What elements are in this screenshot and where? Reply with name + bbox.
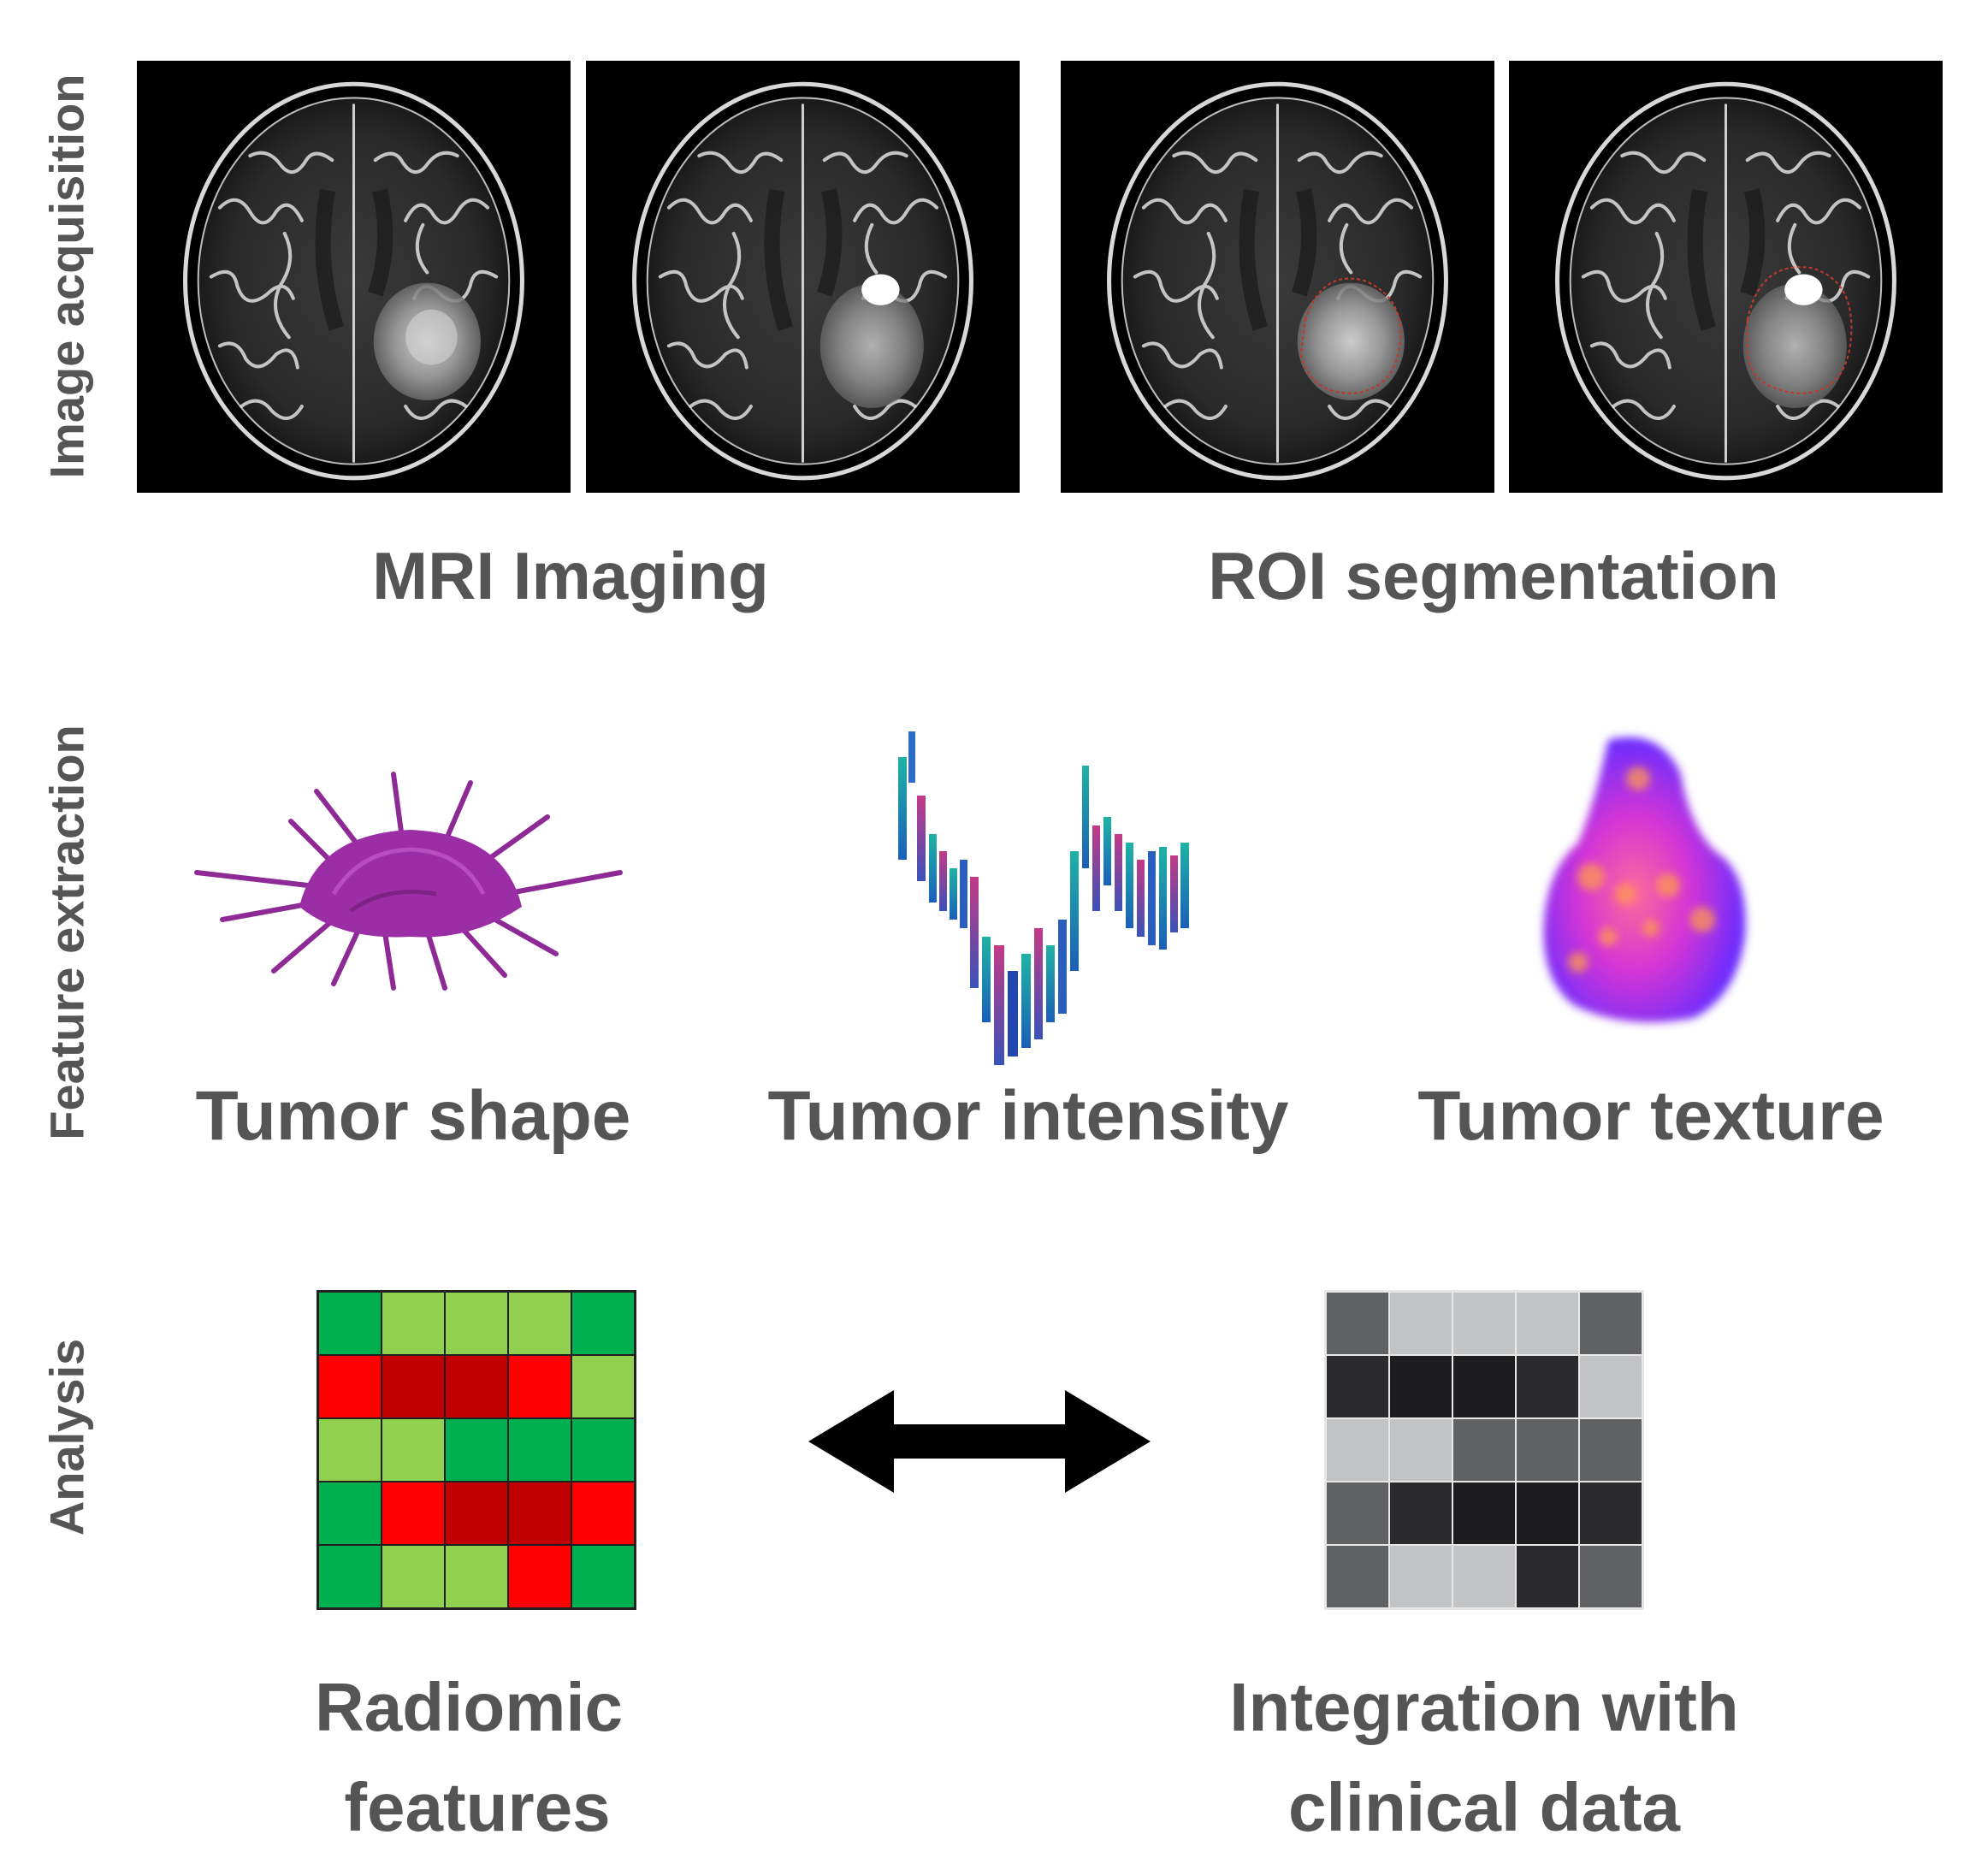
caption-radiomic-features-line1: Radiomic xyxy=(314,1669,624,1745)
row-label-analysis: Analysis xyxy=(39,1338,94,1536)
clinical-matrix-cell xyxy=(1326,1418,1389,1482)
clinical-matrix-cell xyxy=(1579,1418,1642,1482)
clinical-matrix-cell xyxy=(1516,1482,1579,1545)
clinical-matrix-cell xyxy=(1389,1292,1452,1355)
clinical-matrix-cell xyxy=(1389,1355,1452,1418)
radiomic-matrix-cell xyxy=(508,1292,571,1355)
mri-image-roi-1 xyxy=(1061,61,1494,493)
clinical-matrix-cell xyxy=(1452,1545,1516,1608)
clinical-matrix-cell xyxy=(1516,1355,1579,1418)
radiomic-matrix-cell xyxy=(318,1292,382,1355)
radiomic-matrix-cell xyxy=(382,1418,445,1482)
mri-image-1 xyxy=(137,61,571,493)
radiomic-matrix-cell xyxy=(445,1292,508,1355)
mri-image-roi-2 xyxy=(1509,61,1943,493)
clinical-matrix-cell xyxy=(1579,1355,1642,1418)
row-label-image-acquisition: Image acquisition xyxy=(39,74,94,479)
clinical-matrix-cell xyxy=(1516,1292,1579,1355)
row-label-feature-extraction: Feature extraction xyxy=(39,725,94,1140)
radiomic-matrix-cell xyxy=(318,1418,382,1482)
clinical-matrix-cell xyxy=(1389,1545,1452,1608)
radiomic-matrix-cell xyxy=(571,1292,635,1355)
clinical-matrix-cell xyxy=(1389,1482,1452,1545)
radiomic-matrix-cell xyxy=(571,1482,635,1545)
radiomic-matrix-cell xyxy=(382,1355,445,1418)
clinical-matrix-cell xyxy=(1452,1482,1516,1545)
clinical-matrix-cell xyxy=(1579,1545,1642,1608)
clinical-matrix-cell xyxy=(1452,1355,1516,1418)
clinical-matrix-cell xyxy=(1516,1545,1579,1608)
caption-tumor-shape: Tumor shape xyxy=(195,1077,631,1155)
radiomic-matrix-cell xyxy=(382,1545,445,1608)
mri-image-2 xyxy=(586,61,1020,493)
clinical-matrix-cell xyxy=(1326,1545,1389,1608)
radiomic-matrix-cell xyxy=(445,1418,508,1482)
radiomic-matrix-cell xyxy=(318,1355,382,1418)
radiomic-matrix-cell xyxy=(508,1355,571,1418)
clinical-data-matrix xyxy=(1324,1290,1644,1610)
radiomic-matrix-cell xyxy=(571,1355,635,1418)
clinical-matrix-cell xyxy=(1452,1418,1516,1482)
tumor-intensity-illustration xyxy=(833,714,1206,1074)
radiomic-matrix-cell xyxy=(445,1482,508,1545)
caption-radiomic-features-line2: features xyxy=(344,1769,611,1845)
clinical-matrix-cell xyxy=(1516,1418,1579,1482)
clinical-matrix-cell xyxy=(1579,1292,1642,1355)
radiomic-matrix-cell xyxy=(508,1482,571,1545)
tumor-texture-illustration xyxy=(1531,723,1771,1031)
radiomic-matrix-cell xyxy=(318,1482,382,1545)
caption-clinical-data-line1: Integration with xyxy=(1229,1669,1739,1745)
clinical-matrix-cell xyxy=(1579,1482,1642,1545)
radiomic-matrix-cell xyxy=(318,1545,382,1608)
tumor-shape-illustration xyxy=(188,757,633,997)
double-arrow-icon xyxy=(808,1390,1151,1493)
radiomic-matrix-cell xyxy=(382,1292,445,1355)
caption-mri-imaging: MRI Imaging xyxy=(372,538,769,613)
caption-clinical-data-line2: clinical data xyxy=(1288,1769,1680,1845)
radiomic-matrix-cell xyxy=(571,1418,635,1482)
clinical-matrix-cell xyxy=(1389,1418,1452,1482)
radiomic-matrix-cell xyxy=(571,1545,635,1608)
caption-tumor-intensity: Tumor intensity xyxy=(767,1077,1289,1155)
radiomic-matrix-cell xyxy=(445,1545,508,1608)
radiomic-matrix-cell xyxy=(382,1482,445,1545)
caption-roi-segmentation: ROI segmentation xyxy=(1208,538,1779,613)
clinical-matrix-cell xyxy=(1452,1292,1516,1355)
clinical-matrix-cell xyxy=(1326,1292,1389,1355)
radiomic-matrix-cell xyxy=(508,1545,571,1608)
radiomic-feature-matrix xyxy=(317,1290,636,1610)
caption-tumor-texture: Tumor texture xyxy=(1417,1077,1884,1155)
radiomic-matrix-cell xyxy=(445,1355,508,1418)
radiomic-matrix-cell xyxy=(508,1418,571,1482)
clinical-matrix-cell xyxy=(1326,1355,1389,1418)
clinical-matrix-cell xyxy=(1326,1482,1389,1545)
